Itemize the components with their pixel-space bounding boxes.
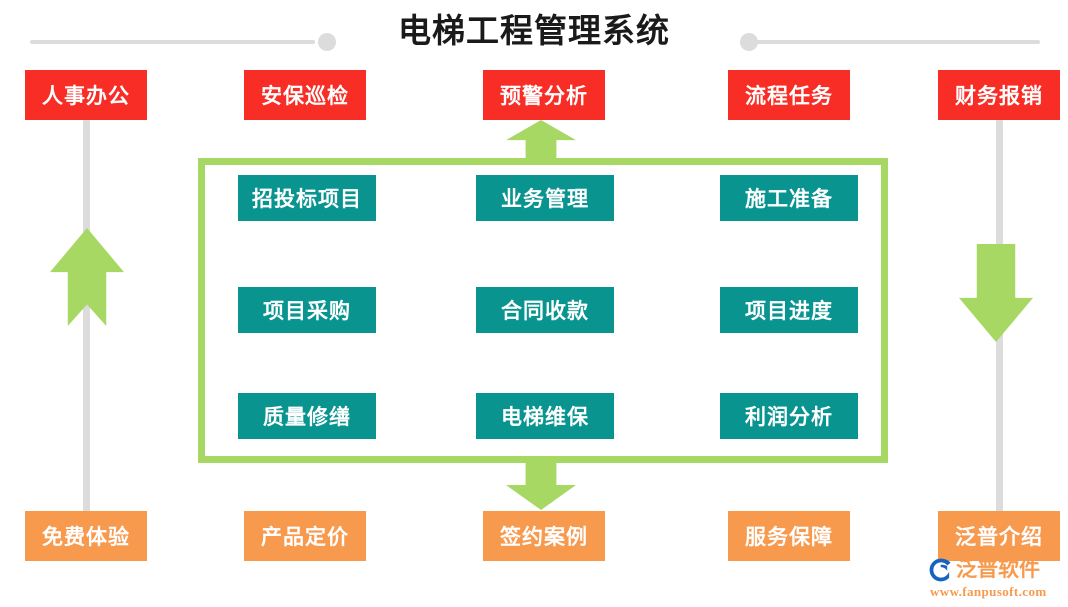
page-title: 电梯工程管理系统 xyxy=(398,12,670,49)
top-chip-label-0: 人事办公 xyxy=(42,85,130,108)
module-chip-label-1-2: 项目进度 xyxy=(745,300,833,323)
bottom-chip-label-2: 签约案例 xyxy=(500,526,588,549)
fanpu-logo-icon xyxy=(928,557,954,583)
watermark-url: www.fanpusoft.com xyxy=(930,584,1047,599)
module-chip-label-2-1: 电梯维保 xyxy=(501,406,589,429)
bottom-chip-1[interactable]: 产品定价 xyxy=(244,511,366,561)
bottom-chip-label-4: 泛普介绍 xyxy=(955,526,1043,549)
watermark: 泛普软件 www.fanpusoft.com xyxy=(928,556,1064,604)
bottom-chip-3[interactable]: 服务保障 xyxy=(728,511,850,561)
module-chip-0-2[interactable]: 施工准备 xyxy=(720,175,858,221)
module-chip-0-1[interactable]: 业务管理 xyxy=(476,175,614,221)
top-chip-3[interactable]: 流程任务 xyxy=(728,70,850,120)
top-chip-label-4: 财务报销 xyxy=(955,85,1043,108)
divider-dot-left xyxy=(318,33,336,51)
divider-dot-right xyxy=(740,33,758,51)
module-chip-0-0[interactable]: 招投标项目 xyxy=(238,175,376,221)
module-chip-label-2-2: 利润分析 xyxy=(745,406,833,429)
connector-line-left xyxy=(83,120,90,512)
module-chip-label-1-0: 项目采购 xyxy=(263,300,351,323)
module-chip-2-1[interactable]: 电梯维保 xyxy=(476,393,614,439)
top-chip-label-2: 预警分析 xyxy=(500,85,588,108)
divider-line-right xyxy=(755,40,1040,44)
divider-line-left xyxy=(30,40,315,44)
module-chip-label-0-1: 业务管理 xyxy=(501,188,589,211)
module-chip-label-1-1: 合同收款 xyxy=(501,300,589,323)
module-chip-1-1[interactable]: 合同收款 xyxy=(476,287,614,333)
module-chip-label-0-0: 招投标项目 xyxy=(252,188,362,211)
top-chip-4[interactable]: 财务报销 xyxy=(938,70,1060,120)
top-chip-0[interactable]: 人事办公 xyxy=(25,70,147,120)
module-chip-2-0[interactable]: 质量修缮 xyxy=(238,393,376,439)
bottom-chip-2[interactable]: 签约案例 xyxy=(483,511,605,561)
module-chip-label-0-2: 施工准备 xyxy=(745,188,833,211)
bottom-chip-label-3: 服务保障 xyxy=(745,526,833,549)
top-chip-label-1: 安保巡检 xyxy=(261,85,349,108)
top-chip-1[interactable]: 安保巡检 xyxy=(244,70,366,120)
bottom-chip-0[interactable]: 免费体验 xyxy=(25,511,147,561)
bottom-chip-4[interactable]: 泛普介绍 xyxy=(938,511,1060,561)
module-chip-label-2-0: 质量修缮 xyxy=(263,406,351,429)
bottom-chip-label-0: 免费体验 xyxy=(42,526,130,549)
module-chip-2-2[interactable]: 利润分析 xyxy=(720,393,858,439)
module-chip-1-2[interactable]: 项目进度 xyxy=(720,287,858,333)
bottom-chip-label-1: 产品定价 xyxy=(261,526,349,549)
flow-arrow-down-center xyxy=(506,458,576,510)
flow-arrow-up-center xyxy=(506,120,576,162)
module-chip-1-0[interactable]: 项目采购 xyxy=(238,287,376,333)
watermark-brand-row: 泛普软件 xyxy=(928,556,1064,584)
top-chip-2[interactable]: 预警分析 xyxy=(483,70,605,120)
flow-arrow-down-right xyxy=(959,244,1033,342)
watermark-brand-name: 泛普软件 xyxy=(956,558,1040,581)
top-chip-label-3: 流程任务 xyxy=(745,85,833,108)
header-decoration xyxy=(0,8,1068,60)
